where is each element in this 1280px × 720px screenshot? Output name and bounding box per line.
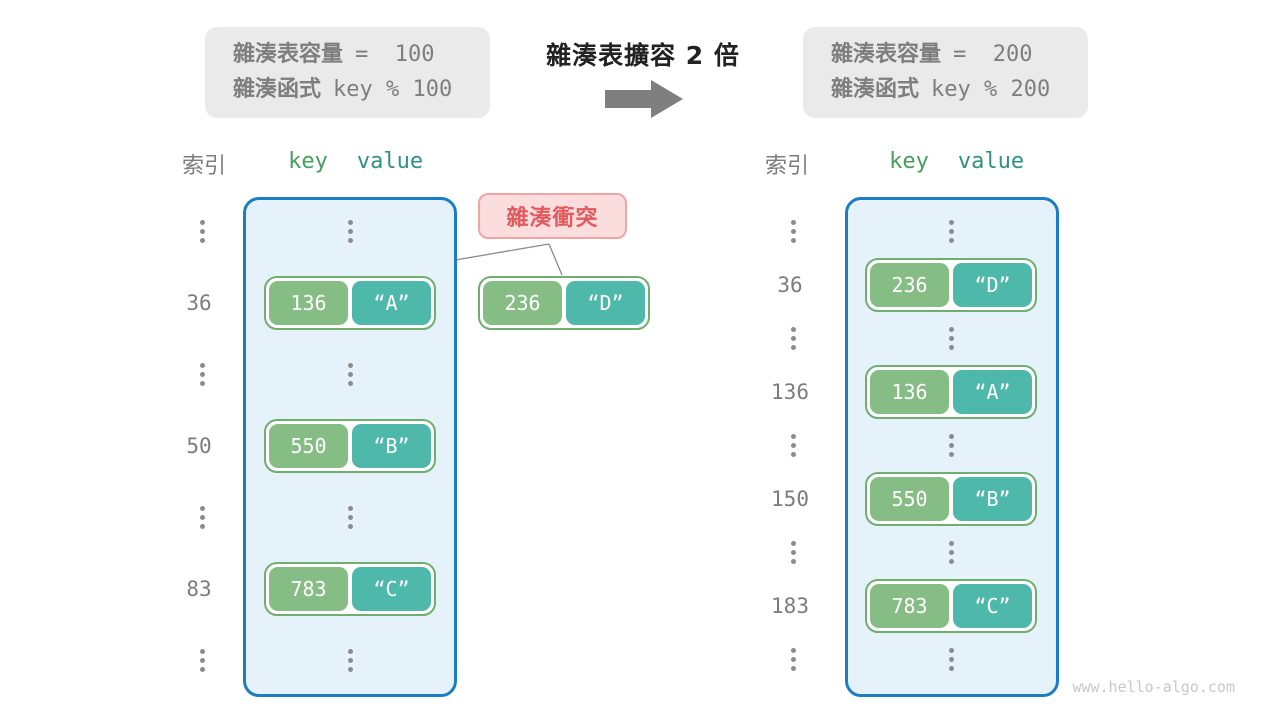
value-box: “C”	[953, 584, 1032, 628]
value-text: “A”	[373, 291, 410, 315]
ellipsis-dots	[199, 220, 205, 243]
key-text: 136	[891, 380, 928, 404]
capacity-value: = 100	[355, 42, 435, 67]
hash-function-value: key % 100	[333, 77, 453, 102]
index-label: 136	[771, 380, 809, 404]
capacity-label: 雜湊表容量	[233, 42, 344, 67]
watermark: www.hello-algo.com	[1072, 678, 1235, 696]
key-text: 783	[891, 594, 928, 618]
key-box: 550	[870, 477, 949, 521]
key-header: key	[288, 149, 328, 174]
value-box: “C”	[352, 567, 431, 611]
value-text: “A”	[974, 380, 1011, 404]
ellipsis-dots	[790, 327, 796, 350]
ellipsis-dots	[948, 327, 954, 350]
ellipsis-dots	[790, 541, 796, 564]
key-box: 136	[269, 281, 348, 325]
value-box: “D”	[566, 281, 645, 325]
hash-function-value: key % 200	[931, 77, 1051, 102]
key-box: 783	[269, 567, 348, 611]
ellipsis-dots	[948, 434, 954, 457]
capacity-line: 雜湊表容量 = 200	[831, 41, 1088, 69]
key-text: 236	[504, 291, 541, 315]
value-text: “C”	[974, 594, 1011, 618]
value-text: “C”	[373, 577, 410, 601]
key-value-pair: 783 “C”	[264, 562, 436, 616]
value-box: “B”	[352, 424, 431, 468]
ellipsis-dots	[347, 220, 353, 243]
ellipsis-dots	[790, 434, 796, 457]
value-header: value	[957, 149, 1025, 174]
index-label: 83	[186, 577, 212, 601]
key-box: 236	[870, 263, 949, 307]
key-value-pair: 783 “C”	[865, 579, 1037, 633]
ellipsis-dots	[948, 648, 954, 671]
value-text: “D”	[974, 273, 1011, 297]
index-label: 50	[186, 434, 212, 458]
key-value-pair: 136 “A”	[264, 276, 436, 330]
ellipsis-dots	[199, 363, 205, 386]
hash-function-label: 雜湊函式	[831, 77, 920, 102]
value-text: “B”	[974, 487, 1011, 511]
key-text: 550	[891, 487, 928, 511]
key-value-pair: 550 “B”	[865, 472, 1037, 526]
value-text: “B”	[373, 434, 410, 458]
transition-title: 雜湊表擴容 2 倍	[546, 41, 740, 70]
key-value-pair: 236 “D”	[865, 258, 1037, 312]
value-box: “A”	[352, 281, 431, 325]
key-text: 236	[891, 273, 928, 297]
key-value-pair-colliding: 236 “D”	[478, 276, 650, 330]
index-header: 索引	[764, 154, 809, 179]
hash-function-label: 雜湊函式	[233, 77, 322, 102]
key-text: 550	[290, 434, 327, 458]
ellipsis-dots	[790, 648, 796, 671]
key-text: 136	[290, 291, 327, 315]
key-header: key	[889, 149, 929, 174]
hash-collision-label: 雜湊衝突	[478, 193, 627, 239]
value-box: “B”	[953, 477, 1032, 521]
key-box: 236	[483, 281, 562, 325]
key-value-pair: 550 “B”	[264, 419, 436, 473]
index-label: 150	[771, 487, 809, 511]
index-label: 36	[186, 291, 212, 315]
capacity-label: 雜湊表容量	[831, 42, 942, 67]
capacity-line: 雜湊表容量 = 100	[233, 41, 490, 69]
key-value-pair: 136 “A”	[865, 365, 1037, 419]
index-label: 183	[771, 594, 809, 618]
hash-function-line: 雜湊函式 key % 100	[233, 76, 490, 104]
ellipsis-dots	[199, 649, 205, 672]
hash-function-line: 雜湊函式 key % 200	[831, 76, 1088, 104]
right-arrow-icon	[605, 80, 683, 118]
capacity-value: = 200	[953, 42, 1033, 67]
key-box: 136	[870, 370, 949, 414]
index-label: 36	[777, 273, 803, 297]
key-text: 783	[290, 577, 327, 601]
key-box: 783	[870, 584, 949, 628]
ellipsis-dots	[347, 363, 353, 386]
ellipsis-dots	[199, 506, 205, 529]
capacity-box-before: 雜湊表容量 = 100 雜湊函式 key % 100	[205, 27, 490, 118]
key-box: 550	[269, 424, 348, 468]
index-header: 索引	[181, 154, 226, 179]
value-header: value	[356, 149, 424, 174]
ellipsis-dots	[347, 506, 353, 529]
value-box: “D”	[953, 263, 1032, 307]
ellipsis-dots	[948, 541, 954, 564]
capacity-box-after: 雜湊表容量 = 200 雜湊函式 key % 200	[803, 27, 1088, 118]
ellipsis-dots	[790, 220, 796, 243]
value-text: “D”	[587, 291, 624, 315]
ellipsis-dots	[948, 220, 954, 243]
value-box: “A”	[953, 370, 1032, 414]
ellipsis-dots	[347, 649, 353, 672]
